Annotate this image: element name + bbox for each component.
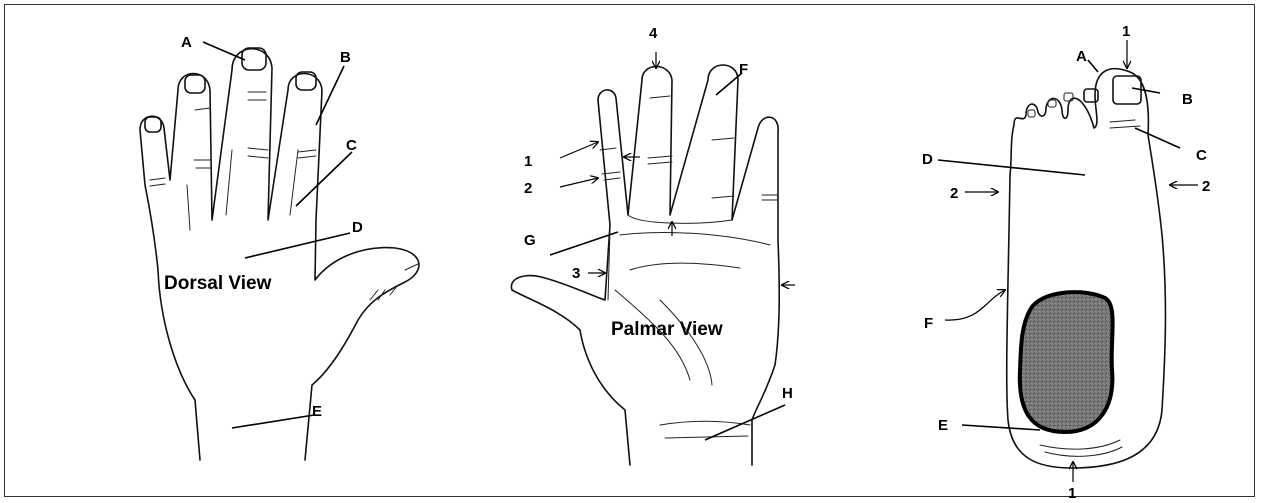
dorsal-label-d: D — [352, 219, 363, 236]
foot-leader-e — [962, 425, 1040, 430]
palmar-label-g: G — [524, 232, 536, 249]
palmar-hand-outline — [511, 65, 779, 465]
heel-pad — [1020, 292, 1113, 432]
dorsal-leader-d — [245, 233, 350, 258]
foot-leader-c — [1135, 128, 1180, 148]
dorsal-leader-e — [232, 415, 314, 428]
foot-leader-b — [1132, 88, 1160, 93]
palmar-arrow-2 — [560, 178, 598, 187]
dorsal-label-b: B — [340, 49, 351, 66]
foot-label-bottom-1: 1 — [1068, 485, 1076, 502]
foot-label-f: F — [924, 315, 933, 332]
foot-label-c: C — [1196, 147, 1207, 164]
foot-label-d: D — [922, 151, 933, 168]
dorsal-hand-outline — [140, 49, 419, 460]
palmar-label-1: 1 — [524, 153, 532, 170]
foot-nail-big — [1113, 76, 1141, 104]
dorsal-view-title: Dorsal View — [164, 273, 272, 294]
dorsal-hand: A B C D E Dorsal View — [140, 34, 419, 460]
dorsal-nail-index — [185, 75, 205, 93]
dorsal-label-a: A — [181, 34, 192, 51]
dorsal-label-e: E — [312, 403, 322, 420]
palmar-hand: 1 2 3 4 F G H Palmar View — [511, 25, 795, 465]
dorsal-leader-c — [296, 152, 352, 206]
palmar-label-3: 3 — [572, 265, 580, 282]
foot-sole: 1 A B C D 2 2 F E 1 — [922, 23, 1210, 502]
foot-label-right-2: 2 — [1202, 178, 1210, 195]
dorsal-label-c: C — [346, 137, 357, 154]
palmar-leader-h — [705, 405, 785, 440]
palmar-view-title: Palmar View — [611, 319, 723, 340]
foot-arrow-f — [945, 290, 1005, 320]
foot-leader-a — [1088, 60, 1098, 72]
foot-label-b: B — [1182, 91, 1193, 108]
foot-label-a: A — [1076, 48, 1087, 65]
palmar-label-2: 2 — [524, 180, 532, 197]
foot-label-top-1: 1 — [1122, 23, 1130, 40]
palmar-label-f: F — [739, 61, 748, 78]
foot-label-e: E — [938, 417, 948, 434]
dorsal-leader-b — [316, 66, 344, 125]
foot-label-left-2: 2 — [950, 185, 958, 202]
palmar-label-4: 4 — [649, 25, 658, 42]
dorsal-leader-a — [203, 42, 245, 60]
palmar-arrow-1 — [560, 142, 598, 158]
palmar-label-h: H — [782, 385, 793, 402]
